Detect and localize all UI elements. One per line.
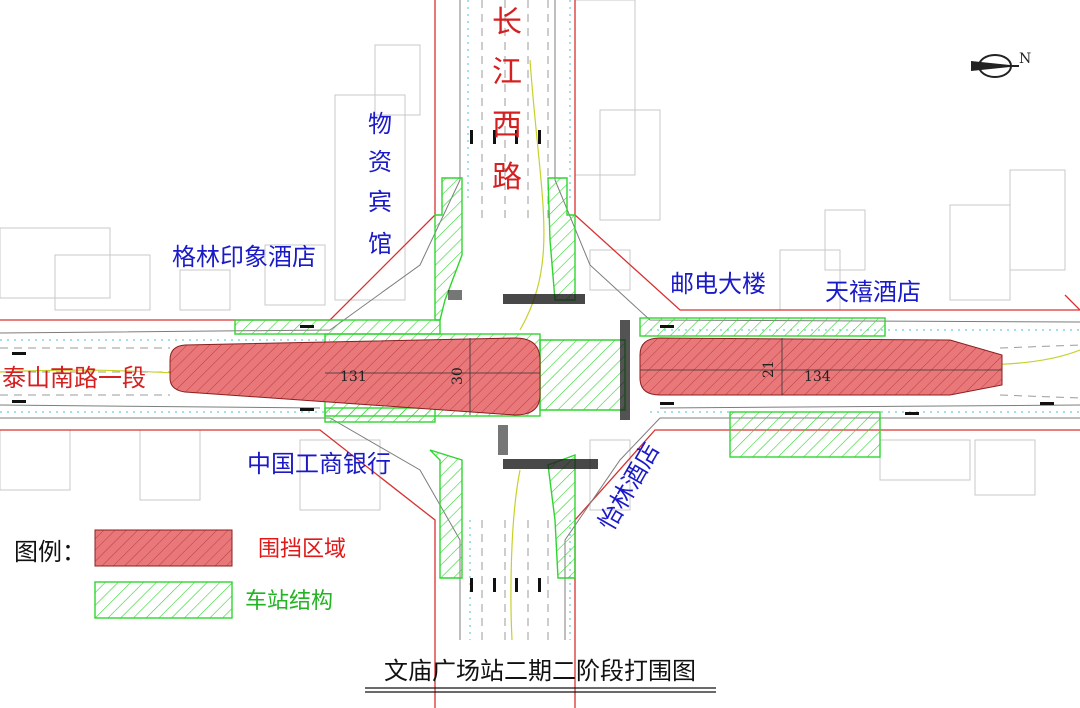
- street-label-taishan: 泰山南路一段: [2, 364, 146, 392]
- street-label-char-1: 长: [492, 5, 522, 40]
- lane-arrows: [12, 130, 1054, 592]
- label-wuzi-char-2: 资: [368, 148, 392, 176]
- legend: 图例： 围挡区域 车站结构: [14, 529, 346, 619]
- label-youdian-building: 邮电大楼: [670, 270, 766, 298]
- legend-swatch-enclosure: [94, 529, 233, 567]
- north-arrow-letter: N: [1019, 51, 1031, 67]
- plan-title: 文庙广场站二期二阶段打围图: [384, 657, 696, 685]
- label-tianxi-hotel: 天禧酒店: [825, 278, 921, 306]
- street-label-char-3: 西: [492, 108, 522, 143]
- dimension-label-21: 21: [761, 360, 777, 378]
- legend-label-enclosure: 围挡区域: [258, 537, 346, 562]
- label-gelin-hotel: 格林印象酒店: [172, 243, 316, 271]
- label-yilin-hotel: 怡林酒店: [593, 438, 665, 535]
- background-buildings: [0, 0, 1066, 511]
- north-arrow-icon: N: [971, 51, 1031, 78]
- dimension-label-30: 30: [450, 367, 466, 385]
- dimension-label-131: 131: [340, 369, 367, 385]
- street-label-changjiang: 长 江 西 路: [492, 5, 522, 195]
- crosswalks: [448, 290, 630, 469]
- label-icbc: 中国工商银行: [247, 450, 391, 478]
- street-label-char-2: 江: [492, 55, 522, 90]
- dimension-lines: [325, 338, 1002, 415]
- label-wuzi-char-3: 宾: [368, 188, 392, 216]
- street-label-char-4: 路: [492, 160, 522, 195]
- dimension-label-134: 134: [804, 369, 831, 385]
- legend-swatch-station: [94, 581, 233, 619]
- label-wuzi-char-1: 物: [368, 110, 392, 138]
- label-wuzi-char-4: 馆: [368, 230, 392, 258]
- enclosure-zones: [169, 337, 1003, 416]
- label-wuzi-binguan: 物 资 宾 馆: [368, 110, 392, 258]
- legend-label-station: 车站结构: [245, 589, 333, 614]
- legend-heading: 图例：: [14, 538, 86, 566]
